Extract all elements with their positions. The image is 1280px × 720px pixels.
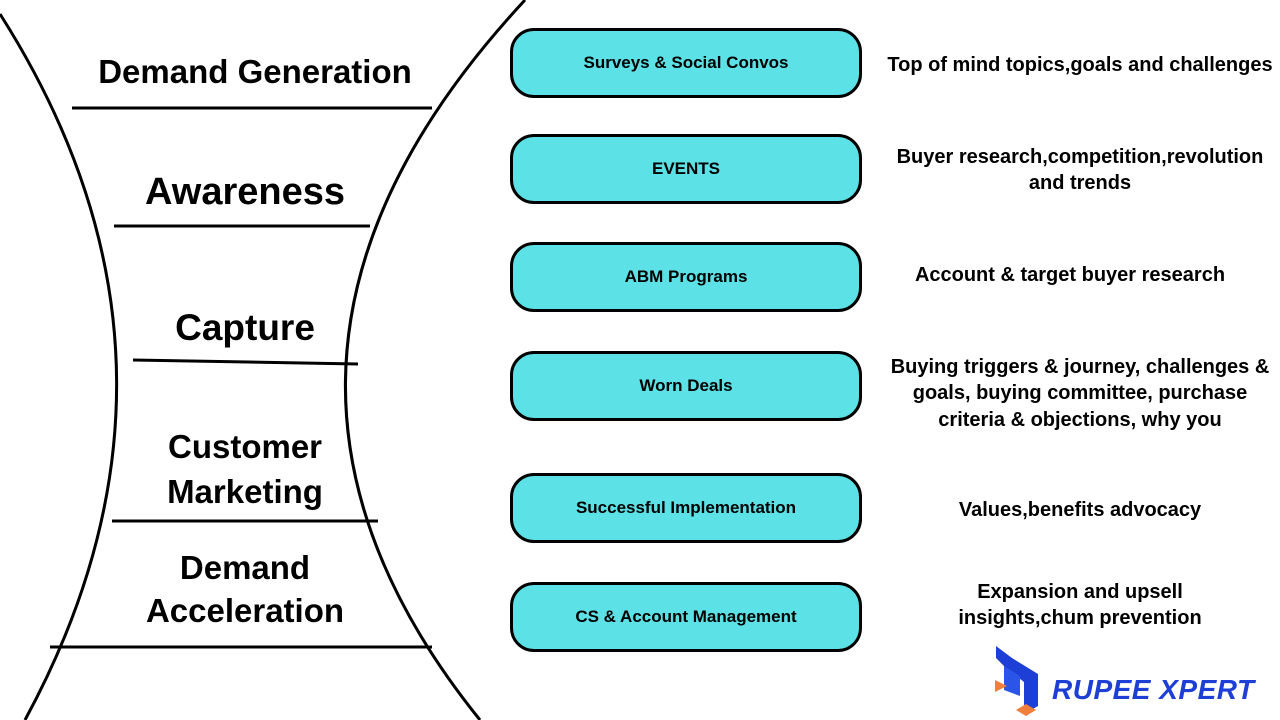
source-description-cs-account-management: Expansion and upsell insights,chum preve… bbox=[958, 581, 1202, 630]
source-pill-abm-programs: ABM Programs bbox=[510, 242, 862, 312]
stage-label-awareness: Awareness bbox=[145, 171, 345, 213]
source-pill-cs-account-management: CS & Account Management bbox=[510, 582, 862, 652]
stage-label-customer-marketing: Customer Marketing bbox=[167, 428, 323, 510]
source-description-abm-programs: Account & target buyer research bbox=[914, 264, 1226, 286]
source-pill-surveys: Surveys & Social Convos bbox=[510, 28, 862, 98]
source-description-worn-deals: Buying triggers & journey, challenges & … bbox=[890, 356, 1270, 431]
stage-label-demand-acceleration: Demand Acceleration bbox=[145, 549, 345, 629]
logo-text: RUPEE XPERT bbox=[1052, 674, 1255, 705]
stage-label-demand-generation: Demand Generation bbox=[98, 53, 412, 90]
stage-divider-3 bbox=[132, 358, 359, 366]
source-pill-events: EVENTS bbox=[510, 134, 862, 204]
funnel-left-curve bbox=[0, 13, 119, 720]
source-description-successful-implementation: Values,benefits advocacy bbox=[958, 499, 1202, 521]
source-pill-worn-deals: Worn Deals bbox=[510, 351, 862, 421]
funnel-right-curve bbox=[343, 0, 527, 720]
stage-label-capture: Capture bbox=[175, 307, 315, 348]
rupee-xpert-logo-icon bbox=[995, 646, 1038, 716]
source-description-events: Buyer research,competition,revolution an… bbox=[896, 146, 1264, 195]
source-description-surveys: Top of mind topics,goals and challenges bbox=[887, 54, 1273, 76]
source-pill-successful-implementation: Successful Implementation bbox=[510, 473, 862, 543]
